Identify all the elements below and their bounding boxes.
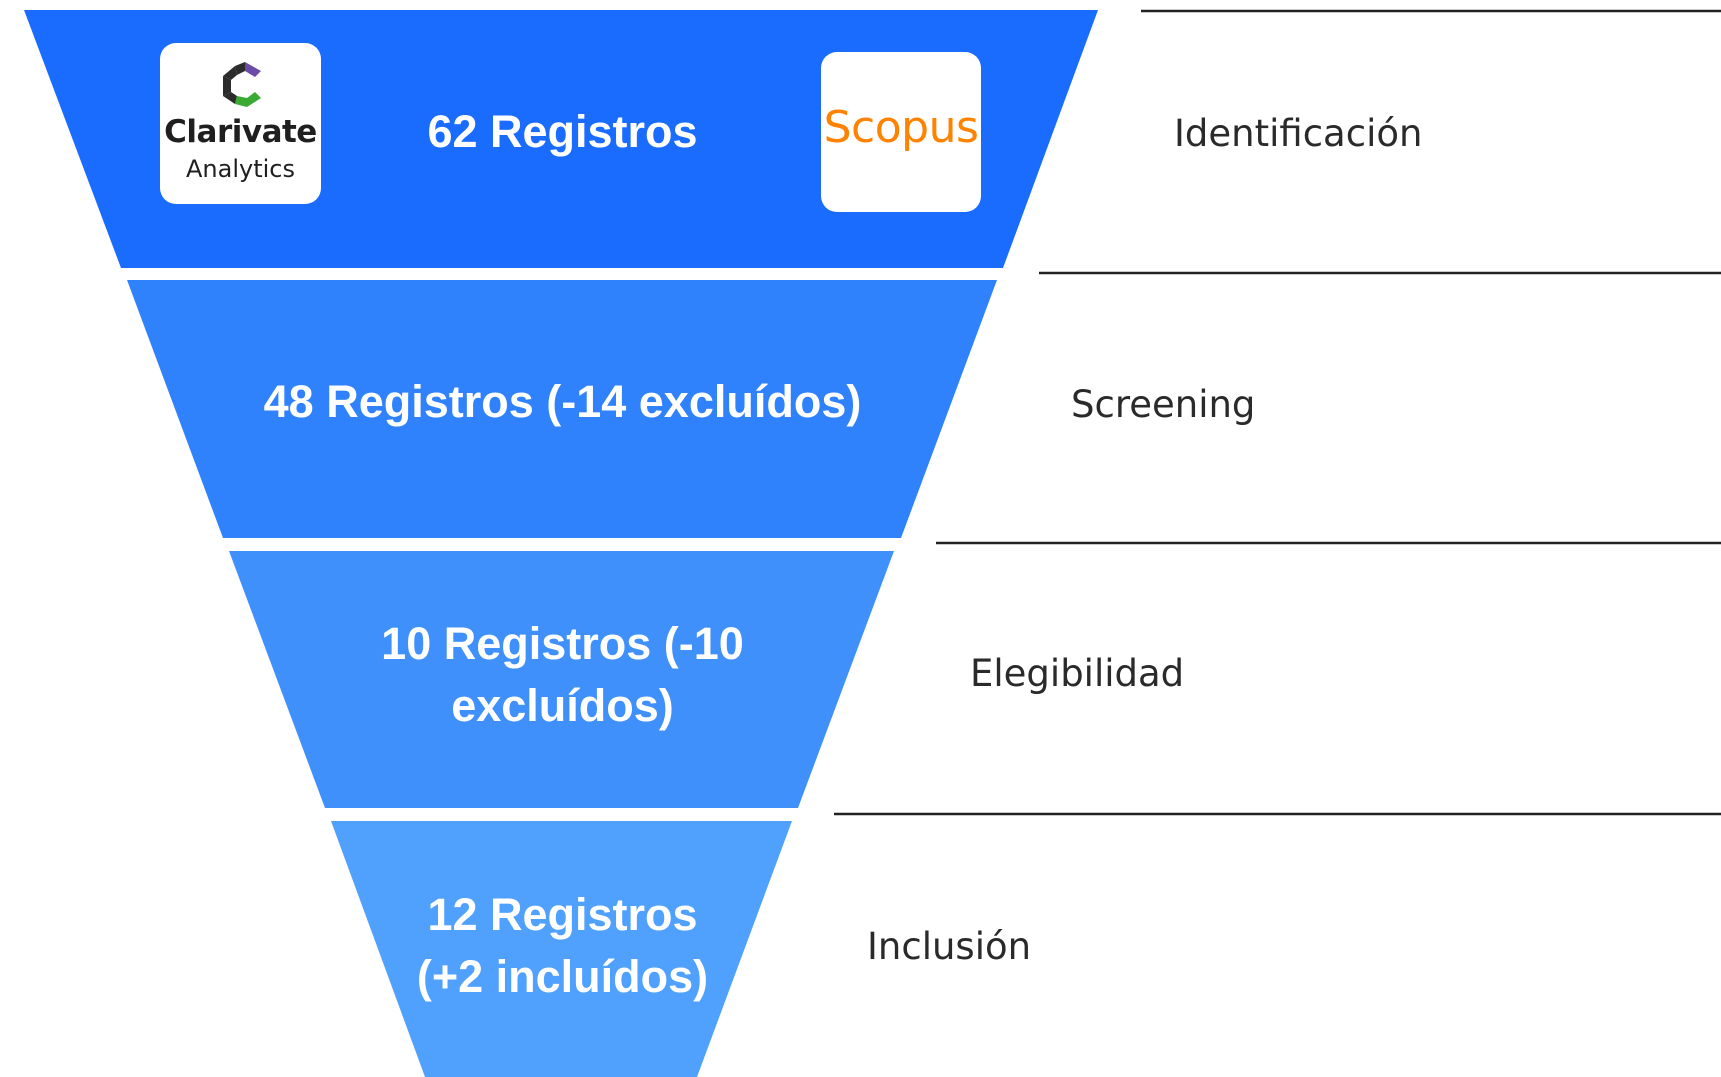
tier-4-line-1: 12 Registros [427,889,698,940]
clarivate-name: Clarivate [164,114,317,150]
tier-2-text: 48 Registros (-14 excluídos) [263,376,862,427]
clarivate-logo: Clarivate Analytics [160,43,321,204]
tier-3-line-1: 10 Registros (-10 [381,618,744,669]
stage-label-inclusion: Inclusión [867,925,1032,968]
tier-1-text: 62 Registros [427,106,698,157]
funnel-tier-inclusion [331,821,792,1077]
funnel-tier-screening [127,280,997,538]
tier-4-text: 12 Registros (+2 incluídos) [380,884,745,1008]
stage-label-elegibilidad: Elegibilidad [970,652,1185,695]
stage-label-identificacion: Identificación [1174,112,1423,155]
clarivate-subtitle: Analytics [186,155,295,183]
funnel-tier-elegibilidad [229,551,894,808]
stage-label-screening: Screening [1071,383,1256,426]
tier-3-text: 10 Registros (-10 excluídos) [330,613,795,737]
clarivate-logo-icon [223,62,261,107]
scopus-wordmark: Scopus [823,102,979,153]
tier-3-line-2: excluídos) [451,680,674,731]
scopus-logo: Scopus [821,52,981,212]
tier-4-line-2: (+2 incluídos) [416,951,709,1002]
